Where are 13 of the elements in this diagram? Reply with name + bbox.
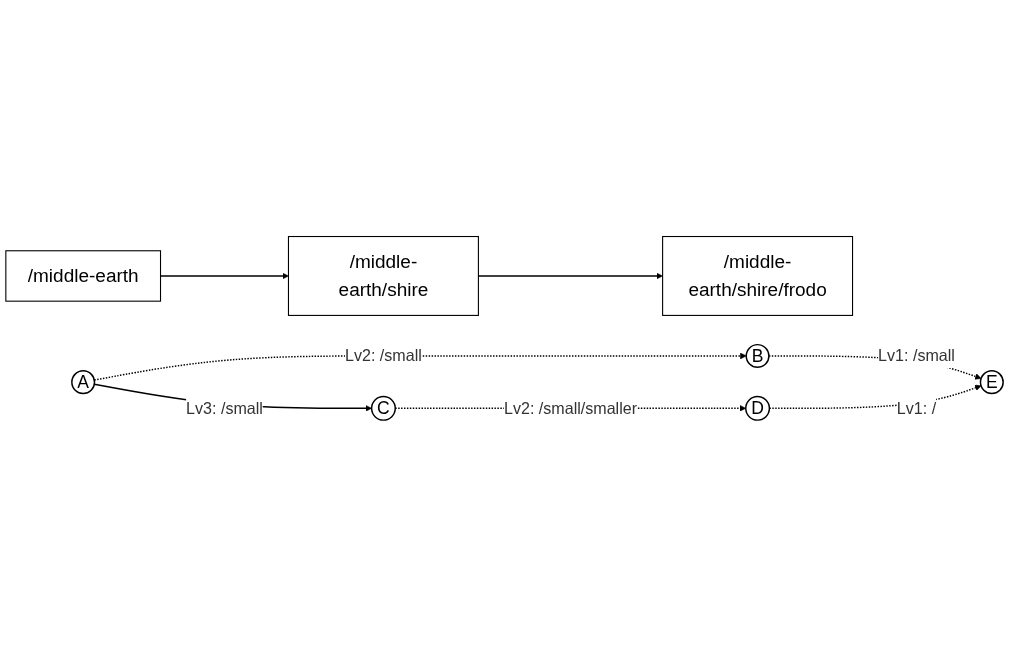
node-circle: E	[979, 370, 1004, 395]
node-circle: B	[745, 343, 770, 369]
node-circle: A	[71, 370, 96, 395]
edge-label: Lv2: /small/smaller	[503, 399, 638, 418]
node-box: /middle-earth	[5, 250, 162, 302]
edge-label: Lv2: /small	[345, 346, 422, 366]
edge-label: Lv1: /	[896, 399, 937, 418]
node-circle: D	[745, 395, 771, 421]
node-box: /middle-earth/shire	[287, 235, 479, 316]
node-circle: C	[370, 395, 396, 421]
edge-label: Lv1: /small	[878, 346, 955, 366]
edge-label: Lv3: /small	[186, 399, 263, 418]
node-box: /middle-earth/shire/frodo	[662, 235, 854, 316]
